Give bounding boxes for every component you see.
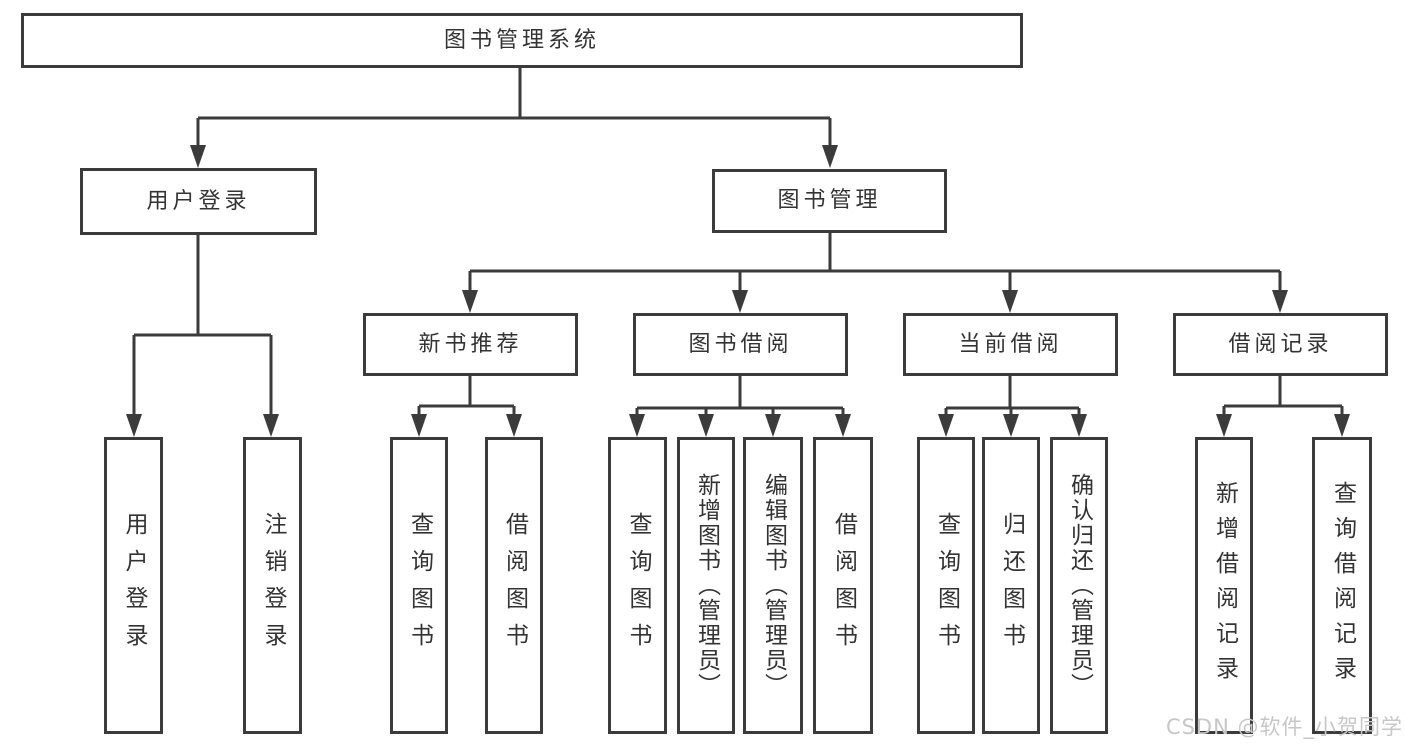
- leaf-query-books-3: 查询图书: [917, 437, 975, 734]
- node-user-login: 用户登录: [80, 168, 317, 235]
- leaf-add-borrow-record: 新增借阅记录: [1195, 437, 1253, 734]
- node-library-management-system: 图书管理系统: [21, 13, 1023, 68]
- leaf-logout: 注销登录: [243, 437, 302, 734]
- leaf-return-books: 归还图书: [982, 437, 1040, 734]
- leaf-add-books-admin: 新增图书（管理员）: [677, 437, 735, 734]
- node-book-borrowing: 图书借阅: [633, 313, 848, 376]
- node-borrowing-records: 借阅记录: [1173, 313, 1388, 376]
- csdn-watermark: CSDN @软件_小贺同学: [1165, 715, 1403, 739]
- leaf-query-books-1: 查询图书: [390, 437, 448, 734]
- leaf-confirm-return-admin: 确认归还（管理员）: [1050, 437, 1108, 734]
- node-current-borrowing: 当前借阅: [903, 313, 1118, 376]
- leaf-query-books-2: 查询图书: [608, 437, 667, 734]
- leaf-borrow-books-1: 借阅图书: [485, 437, 543, 734]
- node-book-management: 图书管理: [712, 169, 947, 233]
- leaf-edit-books-admin: 编辑图书（管理员）: [743, 437, 803, 734]
- node-new-book-recommend: 新书推荐: [363, 313, 578, 376]
- leaf-borrow-books-2: 借阅图书: [813, 437, 873, 734]
- leaf-query-borrow-record: 查询借阅记录: [1312, 437, 1372, 734]
- leaf-user-login: 用户登录: [104, 437, 163, 734]
